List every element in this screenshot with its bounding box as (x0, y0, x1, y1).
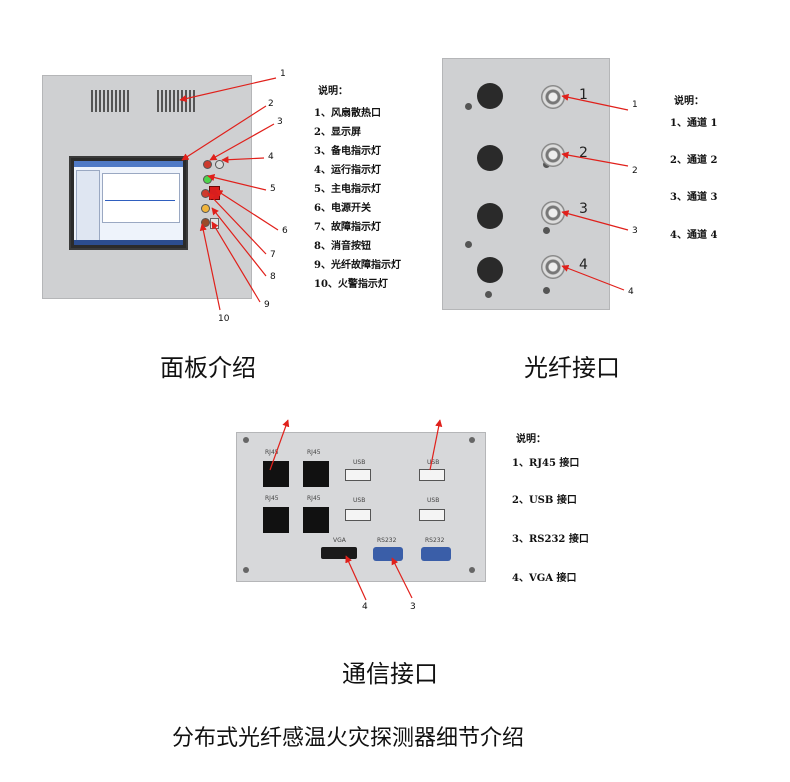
legend-item: 10、火警指示灯 (314, 279, 388, 290)
fan-vent-left (91, 90, 129, 112)
port-label: USB (353, 497, 366, 504)
front-panel-photo (42, 75, 252, 299)
comm-panel-photo: RJ45 RJ45 RJ45 RJ45 USB USB USB USB VGA … (236, 432, 486, 582)
blank-port (477, 203, 503, 229)
legend-item: 8、消音按钮 (314, 241, 371, 252)
legend-item: 3、RS232 接口 (512, 534, 589, 545)
legend-item: 4、VGA 接口 (512, 573, 577, 584)
usb-port[interactable] (419, 469, 445, 481)
display-screen (69, 156, 188, 250)
fiber-connector[interactable] (541, 201, 565, 225)
callout-number: 4 (628, 287, 634, 297)
callout-number: 4 (362, 602, 368, 612)
port-label: RJ45 (265, 449, 279, 456)
legend-item: 2、显示屏 (314, 127, 361, 138)
port-label: 2 (579, 145, 588, 161)
callout-number: 4 (268, 152, 274, 162)
legend-item: 1、RJ45 接口 (512, 458, 580, 469)
port-label: RJ45 (307, 449, 321, 456)
port-label: USB (427, 459, 440, 466)
fire-alarm-led (210, 218, 219, 229)
callout-number: 2 (268, 99, 274, 109)
legend-item: 7、故障指示灯 (314, 222, 381, 233)
blank-port (477, 83, 503, 109)
port-label: USB (353, 459, 366, 466)
fiber-connector[interactable] (541, 85, 565, 109)
callout-number: 1 (632, 100, 638, 110)
port-label: RJ45 (307, 495, 321, 502)
fiber-caption: 光纤接口 (524, 354, 620, 382)
rs232-port[interactable] (421, 547, 451, 561)
blank-port (477, 145, 503, 171)
callout-number: 8 (270, 272, 276, 282)
port-label: VGA (333, 537, 346, 544)
power-switch[interactable] (209, 186, 220, 200)
comm-caption: 通信接口 (342, 660, 438, 688)
port-label: RS232 (377, 537, 397, 544)
fiber-legend-title: 说明： (674, 96, 704, 107)
callout-number: 6 (282, 226, 288, 236)
callout-number: 9 (264, 300, 270, 310)
main-power-led (203, 175, 212, 184)
fiber-connector[interactable] (541, 255, 565, 279)
silence-button[interactable] (201, 204, 210, 213)
fiber-connector[interactable] (541, 143, 565, 167)
panel-legend: 1、风扇散热口 2、显示屏 3、备电指示灯 4、运行指示灯 5、主电指示灯 6、… (314, 104, 401, 294)
callout-number: 3 (632, 226, 638, 236)
rj45-port[interactable] (263, 507, 289, 533)
legend-item: 9、光纤故障指示灯 (314, 260, 401, 271)
panel-caption: 面板介绍 (160, 354, 256, 382)
legend-item: 2、通道 2 (670, 155, 718, 166)
callout-number: 2 (632, 166, 638, 176)
legend-item: 3、通道 3 (670, 192, 718, 203)
port-label: RS232 (425, 537, 445, 544)
rj45-port[interactable] (263, 461, 289, 487)
legend-item: 2、USB 接口 (512, 495, 577, 506)
callout-number: 5 (270, 184, 276, 194)
rs232-port[interactable] (373, 547, 403, 561)
port-label: RJ45 (265, 495, 279, 502)
port-label: 3 (579, 201, 588, 217)
callout-number: 1 (280, 69, 286, 79)
callout-number: 3 (410, 602, 416, 612)
vga-port[interactable] (321, 547, 357, 559)
fiber-panel-photo: 1 2 3 4 (442, 58, 610, 310)
run-led (215, 160, 224, 169)
fiber-fault-led (201, 218, 210, 227)
fault-led (201, 189, 210, 198)
port-label: 4 (579, 257, 588, 273)
callout-number: 10 (218, 314, 230, 324)
backup-power-led (203, 160, 212, 169)
legend-item: 4、运行指示灯 (314, 165, 381, 176)
panel-legend-title: 说明： (318, 86, 348, 97)
usb-port[interactable] (345, 509, 371, 521)
callout-number: 3 (277, 117, 283, 127)
port-label: 1 (579, 87, 588, 103)
fan-vent-right (157, 90, 195, 112)
usb-port[interactable] (345, 469, 371, 481)
legend-item: 1、风扇散热口 (314, 108, 381, 119)
legend-item: 6、电源开关 (314, 203, 371, 214)
footer-title: 分布式光纤感温火灾探测器细节介绍 (172, 726, 525, 751)
rj45-port[interactable] (303, 461, 329, 487)
legend-item: 5、主电指示灯 (314, 184, 381, 195)
port-label: USB (427, 497, 440, 504)
legend-item: 1、通道 1 (670, 118, 718, 129)
blank-port (477, 257, 503, 283)
usb-port[interactable] (419, 509, 445, 521)
comm-legend-title: 说明： (516, 434, 546, 445)
rj45-port[interactable] (303, 507, 329, 533)
legend-item: 4、通道 4 (670, 230, 718, 241)
legend-item: 3、备电指示灯 (314, 146, 381, 157)
callout-number: 7 (270, 250, 276, 260)
